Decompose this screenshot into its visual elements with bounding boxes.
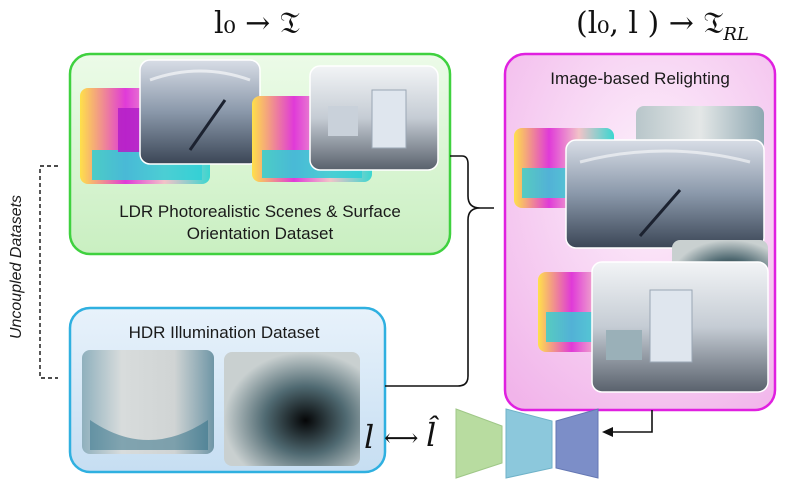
formula-relighting-mapping: (l₀, l ) → 𝔗RL (576, 6, 749, 45)
brace-connector (385, 155, 494, 387)
relighting-title: Image-based Relighting (550, 69, 730, 88)
ldr-scene-thumb-2 (309, 65, 439, 171)
l-hat-symbol: l̂ (426, 416, 437, 454)
hdr-env-map-1 (82, 350, 214, 454)
network-bottleneck-block (505, 408, 553, 479)
formula-relighting-sub: RL (723, 24, 749, 45)
formula-ldr-mapping: l₀ → 𝔗 (214, 6, 300, 41)
network-encoder-block (455, 408, 503, 479)
bidirectional-arrow: ⟷ (384, 424, 419, 452)
formula-relighting-main: (l₀, l ) → 𝔗 (576, 6, 724, 41)
uncoupled-datasets-label: Uncoupled Datasets (8, 194, 25, 340)
relight-to-network-arrow (612, 410, 653, 433)
ldr-title-line2: Orientation Dataset (187, 224, 334, 243)
uncoupled-bracket (39, 165, 58, 379)
l-symbol: l (364, 418, 375, 456)
ldr-title-line1: LDR Photorealistic Scenes & Surface (119, 202, 401, 221)
ldr-scene-thumb-1 (139, 59, 261, 165)
hdr-title: HDR Illumination Dataset (129, 323, 320, 342)
hdr-env-map-2 (224, 352, 360, 466)
relight-arrowhead (602, 427, 613, 437)
relight-scene-thumb-1 (565, 139, 765, 249)
relight-scene-thumb-2 (591, 261, 769, 393)
network-decoder-block (555, 408, 599, 479)
